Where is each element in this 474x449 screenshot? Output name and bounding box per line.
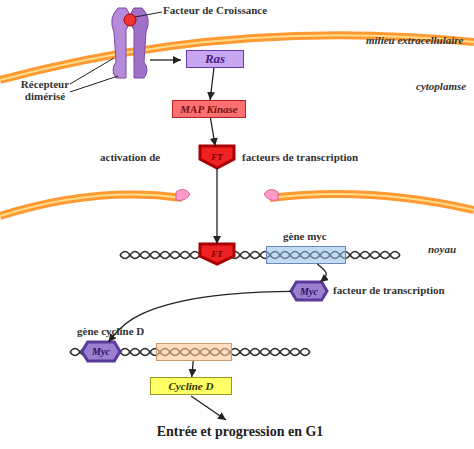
node-outline-shape bbox=[200, 244, 234, 264]
compartment-label: cytoplamse bbox=[416, 80, 466, 92]
leader-line bbox=[70, 58, 114, 84]
transcription-factor: FT bbox=[200, 146, 234, 168]
gene-name: gène cycline D bbox=[77, 325, 144, 337]
transcription-factor: Myc bbox=[291, 282, 327, 300]
bound-transcription-factor: FT bbox=[200, 244, 234, 264]
protein-box: Cycline D bbox=[150, 377, 232, 395]
nuclear-pore bbox=[264, 189, 278, 200]
kinase-box: MAP Kinase bbox=[172, 100, 246, 118]
gene-segment: gène cycline D bbox=[156, 343, 232, 361]
compartment-label: noyau bbox=[428, 243, 456, 255]
leader-line bbox=[70, 76, 118, 92]
node-outline-shape bbox=[291, 282, 327, 300]
annotation-label: facteur de transcription bbox=[333, 284, 445, 296]
growth-factor bbox=[124, 14, 136, 26]
signal-arrow bbox=[150, 59, 181, 60]
nuclear-membrane bbox=[0, 195, 182, 216]
signal-arrow bbox=[191, 396, 226, 420]
signal-arrow bbox=[192, 361, 193, 377]
signal-arrow bbox=[211, 118, 216, 146]
protein-box: Ras bbox=[186, 50, 244, 68]
nuclear-pore bbox=[176, 189, 190, 200]
outcome-label: Entrée et progression en G1 bbox=[0, 424, 474, 440]
node-text: MAP Kinase bbox=[180, 103, 237, 115]
node-text: Myc bbox=[300, 286, 318, 297]
nuclear-membrane bbox=[270, 194, 474, 210]
node-text: Myc bbox=[92, 346, 110, 357]
callout-label: Récepteur dimérisé bbox=[14, 78, 76, 102]
nuclear-membrane-core bbox=[0, 195, 182, 216]
node-outline-shape bbox=[200, 146, 234, 168]
dna-strand bbox=[120, 252, 400, 259]
annotation-label: activation de bbox=[100, 151, 160, 163]
signal-arrow bbox=[317, 264, 326, 282]
bound-transcription-factor: Myc bbox=[82, 342, 120, 361]
annotation-label: facteurs de transcription bbox=[242, 151, 358, 163]
nuclear-membrane-core bbox=[270, 194, 474, 210]
node-text: FT bbox=[211, 152, 223, 162]
node-text: Cycline D bbox=[169, 380, 214, 392]
compartment-label: milieu extracellulaire bbox=[366, 34, 463, 46]
node-text: FT bbox=[211, 249, 223, 259]
gene-name: gène myc bbox=[283, 230, 327, 242]
node-outline-shape bbox=[82, 342, 120, 361]
node-text: Ras bbox=[205, 51, 225, 67]
callout-label: Facteur de Croissance bbox=[163, 4, 267, 16]
dna-strand bbox=[120, 252, 400, 259]
signal-arrow bbox=[216, 168, 217, 244]
gene-segment: gène myc bbox=[266, 246, 346, 264]
leader-line bbox=[135, 12, 162, 17]
signal-arrow bbox=[210, 68, 214, 100]
